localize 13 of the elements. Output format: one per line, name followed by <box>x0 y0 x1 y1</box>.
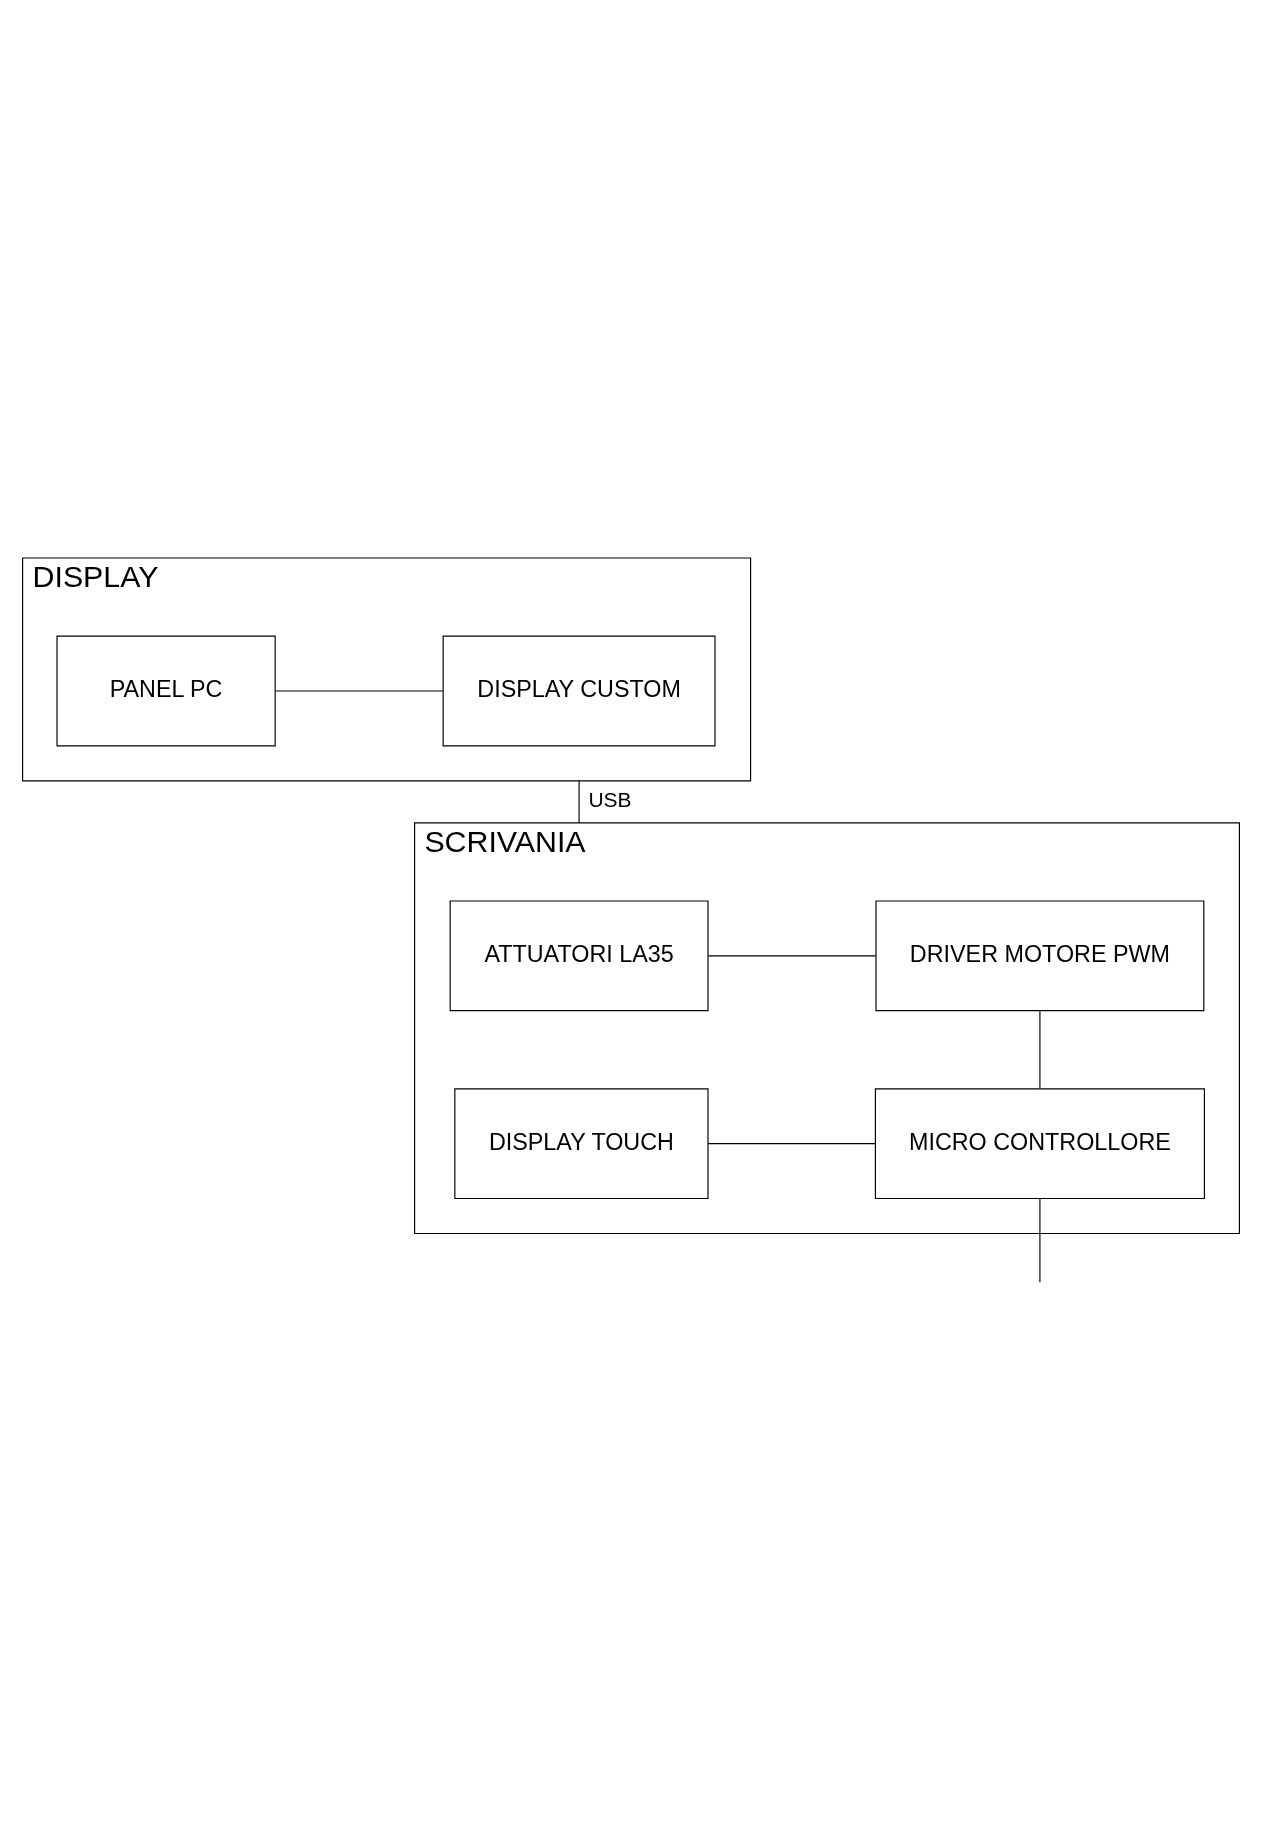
node-box: DRIVER MOTORE PWM <box>875 900 1205 1012</box>
node-box: PANEL PC <box>56 635 276 747</box>
connector <box>274 690 444 692</box>
connector <box>578 780 580 824</box>
connector <box>1039 1010 1041 1090</box>
edge-label: USB <box>588 787 632 811</box>
connector <box>1039 1198 1041 1283</box>
node-box: DISPLAY CUSTOM <box>442 635 716 747</box>
node-box: MICRO CONTROLLORE <box>874 1088 1205 1200</box>
connector <box>707 955 877 957</box>
node-box: DISPLAY TOUCH <box>454 1088 709 1200</box>
node-box: ATTUATORI LA35 <box>449 900 709 1012</box>
connector <box>707 1143 876 1145</box>
